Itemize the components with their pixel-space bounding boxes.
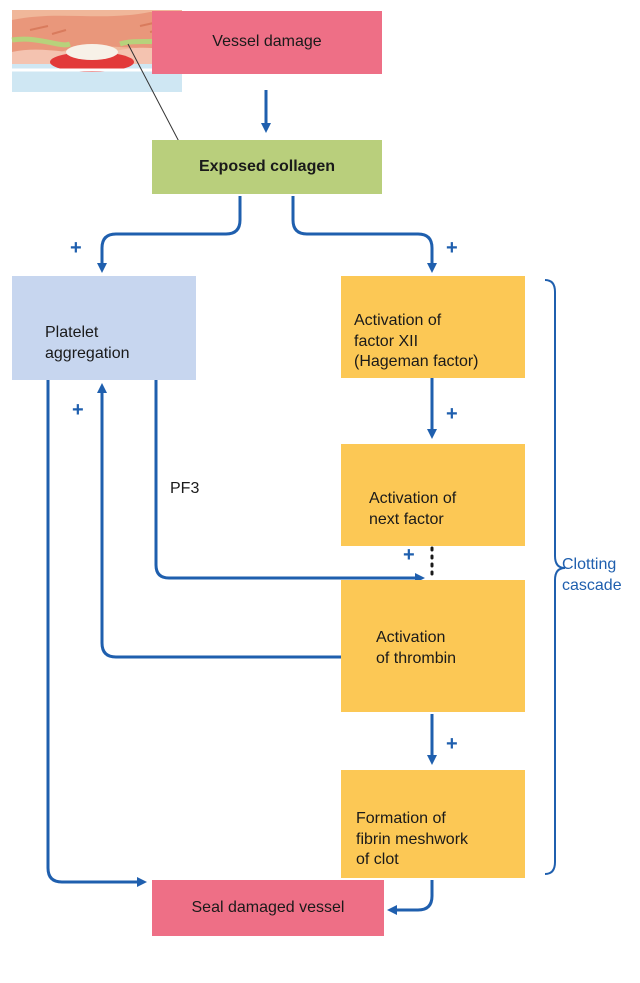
clotting-cascade-label: Clotting cascade — [562, 556, 622, 594]
fibrin-label: Formation of fibrin meshwork of clot — [356, 809, 469, 869]
arrow-collagen-to-factor-xii — [291, 196, 437, 273]
vessel-damage-box: Vessel damage — [152, 11, 382, 74]
platelet-aggregation-label: Platelet aggregation — [45, 323, 130, 362]
seal-damaged-vessel-label: Seal damaged vessel — [191, 898, 345, 916]
platelet-aggregation-box: Platelet aggregation — [12, 276, 196, 380]
factor-xii-label: Activation of factor XII (Hageman factor… — [354, 311, 479, 371]
plus-sign: + — [446, 237, 458, 259]
arrow-fibrin-to-seal — [387, 880, 434, 915]
seal-damaged-vessel-box: Seal damaged vessel — [152, 880, 384, 936]
pf3-label: PF3 — [170, 480, 200, 497]
next-factor-label: Activation of next factor — [369, 489, 457, 528]
exposed-collagen-label: Exposed collagen — [198, 157, 336, 175]
clotting-cascade-bracket — [544, 279, 566, 875]
thrombin-label: Activation of thrombin — [376, 628, 457, 667]
arrow-thrombin-to-platelet — [97, 383, 341, 659]
plus-sign: + — [403, 544, 415, 566]
arrow-pf3-to-cascade — [154, 380, 425, 583]
vessel-damage-label: Vessel damage — [212, 33, 322, 51]
fibrin-box: Formation of fibrin meshwork of clot — [341, 770, 525, 878]
next-factor-box: Activation of next factor — [341, 444, 525, 546]
thrombin-box: Activation of thrombin — [341, 580, 525, 712]
factor-xii-box: Activation of factor XII (Hageman factor… — [341, 276, 525, 378]
plus-sign: + — [446, 733, 458, 755]
plus-sign: + — [70, 237, 82, 259]
arrow-platelet-to-seal — [46, 380, 147, 887]
arrow-collagen-to-platelet — [97, 196, 242, 273]
plus-sign: + — [446, 403, 458, 425]
exposed-collagen-box: Exposed collagen — [152, 140, 382, 194]
plus-sign: + — [72, 399, 84, 421]
